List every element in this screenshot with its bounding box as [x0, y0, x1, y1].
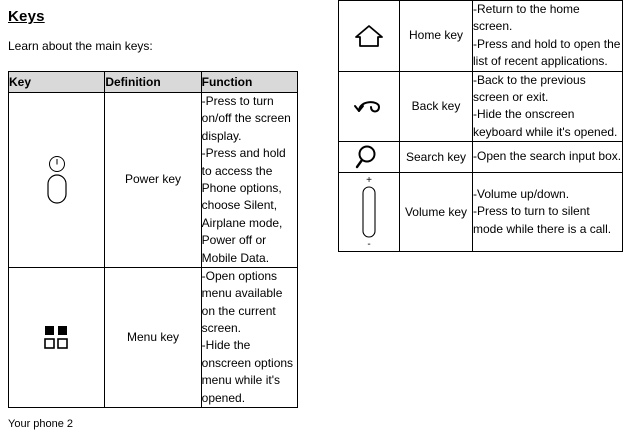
menu-key-icon [7, 266, 106, 409]
search-key-icon [338, 141, 400, 174]
left-column: Keys Learn about the main keys: Key Defi… [7, 8, 299, 409]
search-key-function: -Open the search input box. [472, 141, 623, 174]
table-row: Power key -Press to turn on/off the scre… [7, 92, 299, 268]
back-key-function-line-2: -Hide the onscreen keyboard while it's o… [473, 107, 618, 139]
page-footer: Your phone 2 [8, 418, 74, 430]
right-column: Home key -Return to the home screen. -Pr… [338, 0, 623, 253]
power-key-icon [7, 92, 106, 268]
home-key-function: -Return to the home screen. -Press and h… [472, 0, 623, 72]
page-title: Keys [8, 8, 45, 25]
header-function: Function [200, 71, 299, 93]
table-row: + - Volume key -Volume up/down. -Press t… [338, 172, 623, 253]
home-key-icon [338, 0, 400, 72]
search-key-label: Search key [399, 141, 473, 174]
header-key: Key [7, 71, 106, 93]
power-key-function-line-2: -Press and hold to access the Phone opti… [201, 146, 286, 265]
keys-table-right: Home key -Return to the home screen. -Pr… [338, 0, 623, 253]
home-key-function-line-1: -Return to the home screen. [473, 2, 580, 34]
header-definition: Definition [104, 71, 202, 93]
power-key-label: Power key [104, 92, 202, 268]
table-row: Back key -Back to the previous screen or… [338, 70, 623, 143]
back-key-function: -Back to the previous screen or exit. -H… [472, 70, 623, 143]
back-key-label: Back key [399, 70, 473, 143]
table-row: Search key -Open the search input box. [338, 141, 623, 174]
volume-key-function: -Volume up/down. -Press to turn to silen… [472, 172, 623, 253]
menu-key-function-line-1: -Open options menu available on the curr… [201, 268, 283, 336]
menu-key-function: -Open options menu available on the curr… [200, 266, 299, 409]
intro-text: Learn about the main keys: [8, 39, 153, 53]
volume-key-icon: + - [338, 172, 400, 253]
power-key-function-line-1: -Press to turn on/off the screen display… [201, 94, 291, 143]
home-key-label: Home key [399, 0, 473, 72]
volume-key-function-line-1: -Volume up/down. [473, 187, 570, 202]
back-key-icon [338, 70, 400, 143]
table-header-row: Key Definition Function [7, 71, 299, 93]
keys-table-left: Key Definition Function Power key -Press… [7, 71, 299, 409]
table-row: Home key -Return to the home screen. -Pr… [338, 0, 623, 72]
volume-key-label: Volume key [399, 172, 473, 253]
menu-key-label: Menu key [104, 266, 202, 409]
table-row: Menu key -Open options menu available on… [7, 266, 299, 409]
power-key-function: -Press to turn on/off the screen display… [200, 92, 299, 268]
menu-key-function-line-2: -Hide the onscreen options menu while it… [201, 338, 294, 405]
back-key-function-line-1: -Back to the previous screen or exit. [473, 72, 586, 104]
volume-key-function-line-2: -Press to turn to silent mode while ther… [473, 204, 612, 236]
svg-text:+: + [366, 175, 372, 186]
search-key-function-line-1: -Open the search input box. [473, 149, 622, 164]
home-key-function-line-2: -Press and hold to open the list of rece… [473, 36, 621, 69]
svg-text:-: - [367, 239, 370, 250]
